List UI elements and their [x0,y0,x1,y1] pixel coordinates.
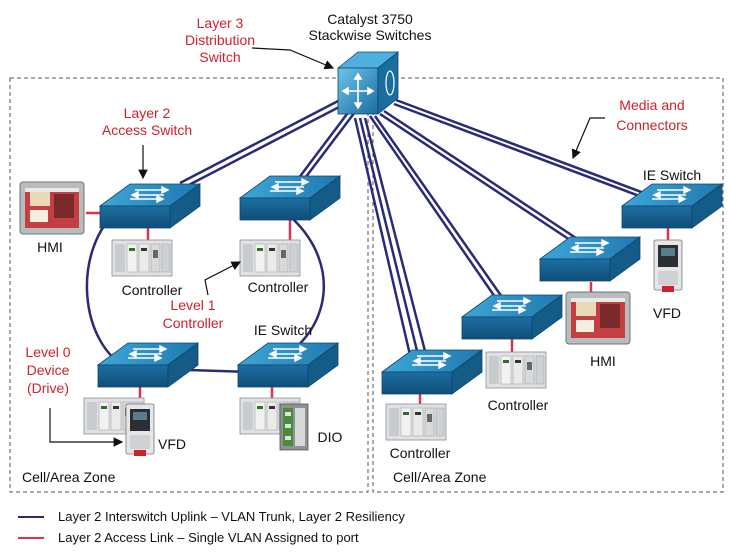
vfd-left-icon [125,403,155,457]
controller-right-low-label: Controller [390,445,451,461]
cell-area-zone-left-boundary [9,77,369,493]
cell-area-zone-right-label: Cell/Area Zone [393,469,487,485]
hmi-right-icon [565,291,631,345]
controller-left-icon [111,239,173,277]
vfd-left-label: VFD [158,436,186,452]
controller-right-low-icon [385,403,447,441]
legend-trunk-text: Layer 2 Interswitch Uplink – VLAN Trunk,… [58,509,405,524]
ie-switch-right-label: IE Switch [643,167,701,183]
access-switch-icon [97,342,199,388]
legend-access-text: Layer 2 Access Link – Single VLAN Assign… [58,530,359,545]
access-links [86,211,670,406]
access-switch-icon [539,236,641,282]
legend-access: Layer 2 Access Link – Single VLAN Assign… [18,530,359,545]
access-switch-icon [239,175,341,221]
access-switch-icon [381,349,483,395]
controller-right-mid-icon [485,351,547,389]
ie-switch-left-icon [237,342,339,388]
controller-right-mid-label: Controller [488,397,549,413]
cell-area-zone-right-boundary [372,77,724,493]
controller-left-label: Controller [122,282,183,298]
hmi-right-label: HMI [590,353,616,369]
legend-trunk-swatch [18,515,44,518]
cell-area-zone-left-label: Cell/Area Zone [22,469,116,485]
vfd-right-label: VFD [653,305,681,321]
access-switch-icon [99,183,201,229]
legend-access-swatch [18,536,44,539]
vfd-right-icon [653,239,683,293]
annotation-arrows [49,47,605,447]
trunk-uplinks [179,98,653,356]
controller-mid-label: Controller [248,279,309,295]
ie-switch-left-label: IE Switch [254,322,312,338]
controller-mid-icon [239,239,301,277]
access-switch-icon [461,294,563,340]
core-multilayer-switch-icon [336,51,400,115]
dio-icon [279,403,309,451]
hmi-left-label: HMI [37,239,63,255]
hmi-left-icon [19,181,85,235]
legend-trunk: Layer 2 Interswitch Uplink – VLAN Trunk,… [18,509,405,524]
dio-label: DIO [318,429,343,445]
